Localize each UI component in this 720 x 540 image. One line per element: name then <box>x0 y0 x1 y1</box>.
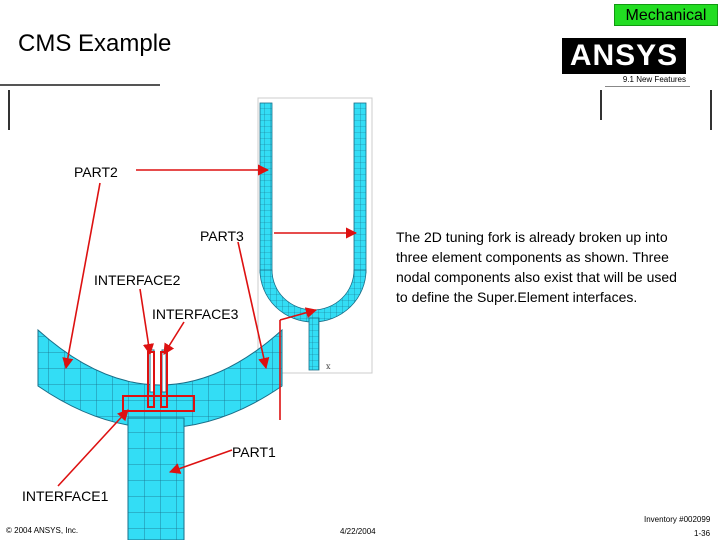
mid-divider <box>600 90 602 120</box>
footer-inventory: Inventory #002099 <box>644 515 711 524</box>
zoomed-junction-view <box>37 328 283 540</box>
label-part1: PART1 <box>232 444 276 460</box>
fork-bend <box>259 269 367 323</box>
arrow-interface3 <box>163 321 185 355</box>
zoom-gap-right <box>161 349 167 393</box>
interface1-box <box>122 395 195 412</box>
ansys-logo: ANSYS <box>562 38 686 74</box>
arrow-interface2 <box>139 288 155 356</box>
right-divider <box>710 90 712 130</box>
fork-right-prong <box>353 102 367 274</box>
arrow-part1-to-stem <box>279 307 318 321</box>
label-interface3: INTERFACE3 <box>152 306 239 322</box>
arrow-part3-to-zoom <box>237 241 270 370</box>
footer-copyright: © 2004 ANSYS, Inc. <box>6 526 79 535</box>
label-interface2: INTERFACE2 <box>94 272 181 288</box>
footer-page-number: 1-36 <box>694 529 711 538</box>
label-interface1: INTERFACE1 <box>22 488 109 504</box>
title-underline <box>0 84 160 86</box>
arrow-interface1 <box>57 409 129 487</box>
axis-x-label: x <box>326 362 331 371</box>
arrow-part2-to-zoom <box>62 182 101 370</box>
mechanical-badge: Mechanical <box>614 4 718 26</box>
zoom-stem-region <box>127 417 185 540</box>
zoom-bend-region <box>37 328 283 429</box>
page-title: CMS Example <box>18 30 172 57</box>
callout-arrows <box>57 164 358 487</box>
label-part3: PART3 <box>200 228 244 244</box>
footer-date: 4/22/2004 <box>340 527 376 536</box>
description-text: The 2D tuning fork is already broken up … <box>396 229 677 305</box>
left-divider <box>8 90 10 130</box>
fork-left-prong <box>259 102 273 274</box>
fork-stem <box>308 317 320 371</box>
label-part2: PART2 <box>74 164 118 180</box>
arrow-part1-to-zoom <box>168 449 233 474</box>
logo-subtitle: 9.1 New Features <box>622 75 686 84</box>
logo-underline <box>605 86 690 87</box>
